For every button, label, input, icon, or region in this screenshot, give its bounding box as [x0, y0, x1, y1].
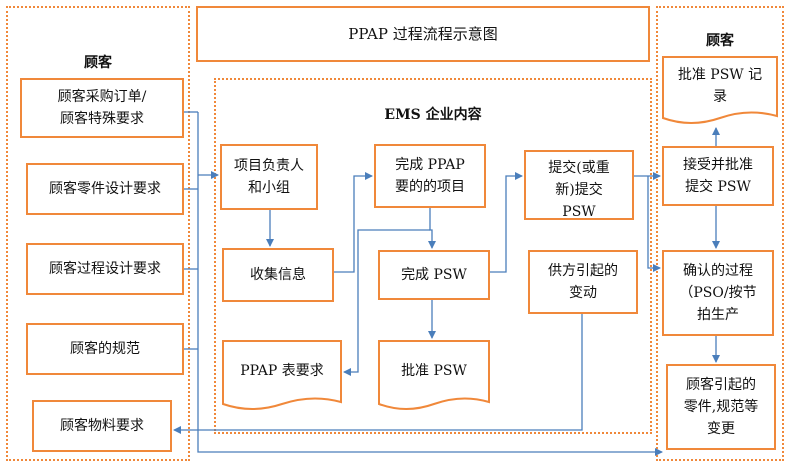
- diagram-title-text: PPAP 过程流程示意图: [348, 25, 498, 43]
- customer-material-label: 顾客物料要求: [60, 418, 144, 434]
- supplier-change-line2: 变动: [569, 285, 597, 301]
- accept-approve-line2: 提交 PSW: [685, 179, 751, 195]
- approved-record-doc: 批准 PSW 记 录: [662, 56, 778, 128]
- customer-right-region: [656, 6, 784, 461]
- complete-items-line1: 完成 PPAP: [395, 157, 465, 173]
- items-to-psw: [428, 208, 436, 249]
- approve-psw-label: 批准 PSW: [401, 363, 467, 379]
- approved-record-line2: 录: [713, 89, 727, 105]
- customer-process-design-label: 顾客过程设计要求: [49, 261, 161, 277]
- project-lead-line2: 和小组: [248, 180, 290, 196]
- accept-approve-box: 接受并批准 提交 PSW: [662, 146, 774, 206]
- submit-to-confirm: [647, 176, 661, 272]
- items-to-ppap-doc: [343, 229, 430, 376]
- supplier-change-box: 供方引起的 变动: [528, 250, 638, 314]
- accept-approve-line1: 接受并批准: [683, 157, 753, 173]
- submit-psw-line1: 提交(或重: [548, 160, 610, 176]
- ppap-requirements-doc: PPAP 表要求: [222, 340, 342, 416]
- psw-to-submit: [490, 172, 523, 273]
- doc-shape: [378, 340, 490, 410]
- confirm-process-line1: 确认的过程: [683, 263, 753, 279]
- confirm-process-line2: （PSO/按节: [679, 285, 757, 301]
- confirm-process-line3: 拍生产: [697, 307, 739, 323]
- customer-process-design-box: 顾客过程设计要求: [26, 243, 184, 295]
- customer-spec-label: 顾客的规范: [70, 341, 140, 357]
- supplier-change-line1: 供方引起的: [548, 263, 618, 279]
- customer-part-design-box: 顾客零件设计要求: [26, 163, 184, 215]
- doc-shape: [222, 340, 342, 410]
- submit-psw-line3: PSW: [562, 204, 596, 220]
- complete-items-box: 完成 PPAP 要的的项目: [374, 144, 486, 208]
- customer-spec-box: 顾客的规范: [26, 323, 184, 375]
- customer-change-box: 顾客引起的 零件,规范等 变更: [666, 364, 776, 450]
- customer-change-line3: 变更: [707, 421, 735, 437]
- collect-info-box: 收集信息: [222, 248, 334, 302]
- left-customer-header: 顾客: [84, 55, 112, 71]
- customer-left-region: [6, 6, 190, 461]
- customer-change-line1: 顾客引起的: [686, 377, 756, 393]
- customer-part-design-label: 顾客零件设计要求: [49, 181, 161, 197]
- doc-shape: [662, 56, 778, 124]
- customer-po-box: 顾客采购订单/ 顾客特殊要求: [20, 78, 184, 138]
- right-customer-header: 顾客: [706, 33, 734, 49]
- customer-material-box: 顾客物料要求: [32, 400, 172, 452]
- submit-psw-box: 提交(或重 新)提交 PSW: [524, 150, 634, 220]
- confirm-process-box: 确认的过程 （PSO/按节 拍生产: [662, 250, 774, 336]
- project-lead-box: 项目负责人 和小组: [220, 144, 318, 210]
- complete-items-line2: 要的的项目: [395, 179, 465, 195]
- submit-psw-line2: 新)提交: [555, 182, 603, 198]
- supplier-change-to-material: [173, 314, 583, 434]
- complete-psw-box: 完成 PSW: [378, 250, 490, 300]
- diagram-title: PPAP 过程流程示意图: [196, 6, 650, 62]
- ems-region: [214, 78, 652, 434]
- collect-info-label: 收集信息: [250, 267, 306, 283]
- complete-psw-label: 完成 PSW: [401, 267, 467, 283]
- bus-to-customer-change: [197, 440, 663, 456]
- approve-psw-doc: 批准 PSW: [378, 340, 490, 416]
- customer-change-line2: 零件,规范等: [683, 399, 759, 415]
- ppap-requirements-label: PPAP 表要求: [240, 363, 324, 379]
- approved-record-line1: 批准 PSW 记: [677, 67, 763, 83]
- project-lead-line1: 项目负责人: [234, 158, 304, 174]
- ems-header: EMS 企业内容: [384, 107, 482, 123]
- customer-po-line1: 顾客采购订单/: [57, 89, 147, 105]
- collect-to-items: [334, 172, 373, 273]
- customer-po-line2: 顾客特殊要求: [60, 111, 144, 127]
